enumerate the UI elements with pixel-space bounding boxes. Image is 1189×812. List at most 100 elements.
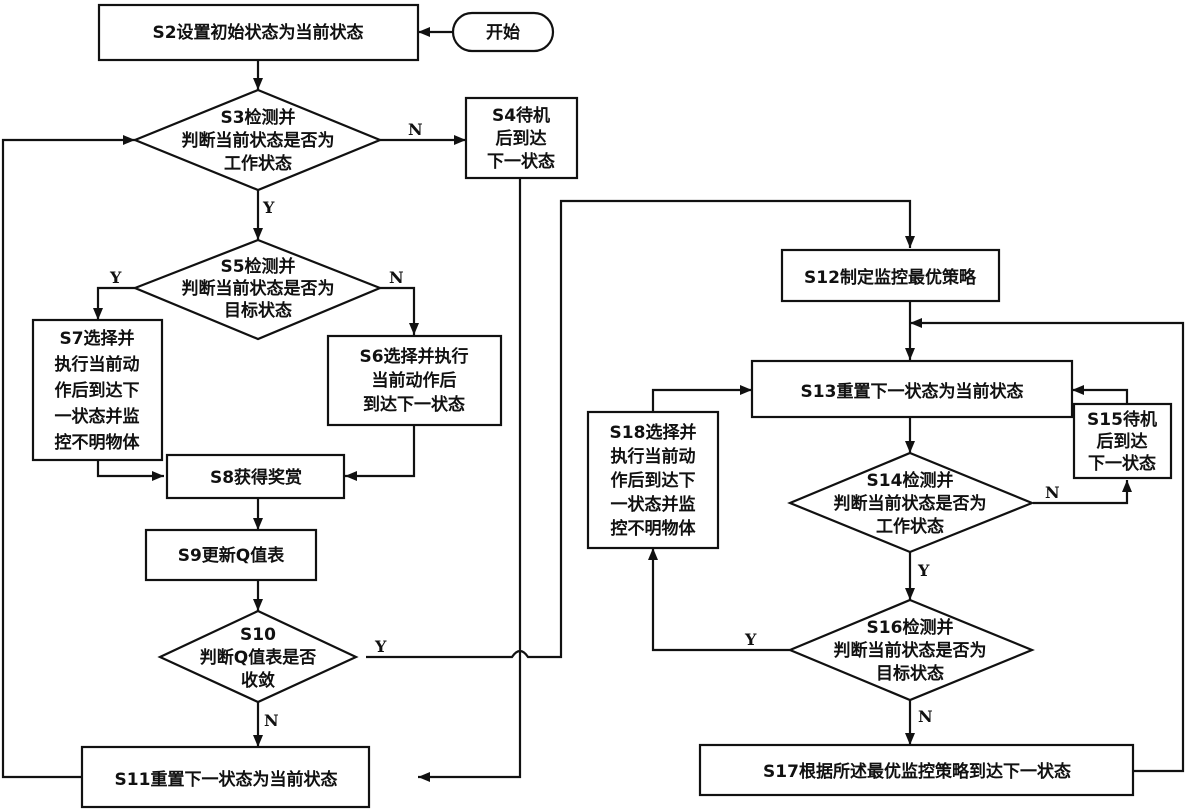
arrowhead: [253, 78, 263, 90]
s17-label: S17根据所述最优监控策略到达下一状态: [763, 761, 1071, 782]
s10-decision: [157, 609, 359, 704]
arrowhead: [123, 135, 135, 145]
arrowhead: [905, 588, 915, 600]
s13-label: S13重置下一状态为当前状态: [801, 381, 1024, 402]
s3-yes-label: Y: [262, 198, 275, 217]
label-line: 执行当前动: [611, 446, 696, 467]
edge-s6-s8: [345, 425, 416, 478]
label-line: S3检测并: [220, 107, 295, 128]
arrowhead: [418, 772, 430, 782]
label-line: 作后到达下: [611, 470, 696, 491]
arrowhead: [253, 228, 263, 240]
s10-no-label: N: [264, 711, 279, 730]
label-line: 一状态并监: [55, 406, 140, 427]
s6-label: S6选择并执行当前动作后到达下一状态: [359, 346, 468, 415]
s18-box: [586, 410, 720, 550]
edge-s5-s6: [380, 286, 416, 335]
edge-s10-s12: [366, 199, 912, 659]
label-line: 下一状态: [1088, 453, 1156, 474]
label-line: 执行当前动: [55, 354, 140, 375]
s14-yes-label: Y: [917, 561, 930, 580]
s6-box: [326, 334, 503, 427]
label-line: S14检测并: [867, 470, 954, 491]
label-line: 作后到达下: [55, 380, 140, 401]
label-line: S12制定监控最优策略: [804, 267, 977, 288]
arrowhead: [905, 236, 915, 248]
edge-s16-s18: [651, 548, 790, 652]
label-line: 控不明物体: [611, 518, 697, 539]
label-line: 控不明物体: [55, 432, 141, 453]
arrowhead: [648, 548, 658, 560]
s4-box: [464, 96, 579, 180]
s17-box: [698, 743, 1135, 797]
label-line: 收敛: [241, 670, 275, 691]
label-line: S2设置初始状态为当前状态: [152, 22, 363, 43]
label-line: 判断Q值表是否: [200, 647, 316, 668]
s8-box: [165, 453, 346, 500]
label-line: S4待机: [492, 105, 550, 126]
arrowhead: [152, 471, 164, 481]
arrowhead: [905, 441, 915, 453]
s13-box: [750, 359, 1074, 419]
s5-yes-label: Y: [109, 268, 122, 287]
s18-label: S18选择并执行当前动作后到达下一状态并监控不明物体: [610, 422, 697, 539]
s9-label: S9更新Q值表: [178, 545, 286, 566]
start-terminal: [451, 11, 555, 53]
edge-s17-s13: [910, 321, 1185, 773]
label-line: 判断当前状态是否为: [182, 278, 335, 299]
s8-label: S8获得奖赏: [210, 467, 302, 488]
label-line: 判断当前状态是否为: [182, 130, 335, 151]
s11-box: [80, 745, 371, 809]
arrowhead: [93, 308, 103, 320]
arrowhead: [454, 135, 466, 145]
edge-labels: N Y Y N Y N N Y Y N: [109, 120, 1060, 730]
label-line: 后到达: [496, 128, 547, 149]
s5-decision: [132, 238, 383, 341]
label-line: S8获得奖赏: [210, 467, 302, 488]
s16-label: S16检测并判断当前状态是否为目标状态: [834, 617, 987, 684]
arrowhead: [253, 599, 263, 611]
arrowhead: [910, 318, 922, 328]
label-line: S13重置下一状态为当前状态: [801, 381, 1024, 402]
label-line: S16检测并: [867, 617, 954, 638]
arrowhead: [345, 471, 357, 481]
label-line: 判断当前状态是否为: [834, 640, 987, 661]
label-line: S11重置下一状态为当前状态: [115, 769, 338, 790]
label-line: S18选择并: [610, 422, 697, 443]
s2-box: [97, 3, 420, 62]
arrowhead: [409, 323, 419, 335]
label-line: S6选择并执行: [359, 346, 468, 367]
s12-box: [780, 248, 1001, 303]
label-line: S9更新Q值表: [178, 545, 286, 566]
s5-label: S5检测并判断当前状态是否为目标状态: [182, 256, 335, 321]
s14-label: S14检测并判断当前状态是否为工作状态: [834, 470, 987, 537]
arrowhead: [740, 385, 752, 395]
edge-s18-s13: [651, 388, 752, 412]
arrowhead: [905, 348, 915, 360]
start-label: 开始: [486, 22, 520, 43]
arrowheads: [93, 27, 1132, 782]
label-line: S5检测并: [220, 256, 295, 277]
s10-yes-label: Y: [374, 637, 387, 656]
s3-label: S3检测并判断当前状态是否为工作状态: [182, 107, 335, 174]
label-line: 一状态并监: [611, 494, 696, 515]
label-line: S15待机: [1087, 409, 1157, 430]
label-line: 到达下一状态: [363, 394, 465, 415]
label-line: 工作状态: [224, 153, 292, 174]
s3-no-label: N: [408, 120, 423, 139]
shapes: [31, 3, 1173, 809]
s3-decision: [132, 88, 383, 192]
edge-s4-s11: [418, 178, 522, 779]
s15-box: [1072, 402, 1173, 480]
s2-label: S2设置初始状态为当前状态: [152, 22, 363, 43]
s16-no-label: N: [918, 707, 933, 726]
arrowhead: [1122, 480, 1132, 492]
label-line: 当前动作后: [372, 370, 457, 391]
s4-label: S4待机后到达下一状态: [487, 105, 555, 172]
s14-decision: [787, 451, 1035, 554]
label-line: 开始: [486, 22, 520, 43]
label-line: S7选择并: [59, 328, 134, 349]
s7-label: S7选择并执行当前动作后到达下一状态并监控不明物体: [55, 328, 141, 453]
edge-s5-s7: [96, 286, 135, 320]
